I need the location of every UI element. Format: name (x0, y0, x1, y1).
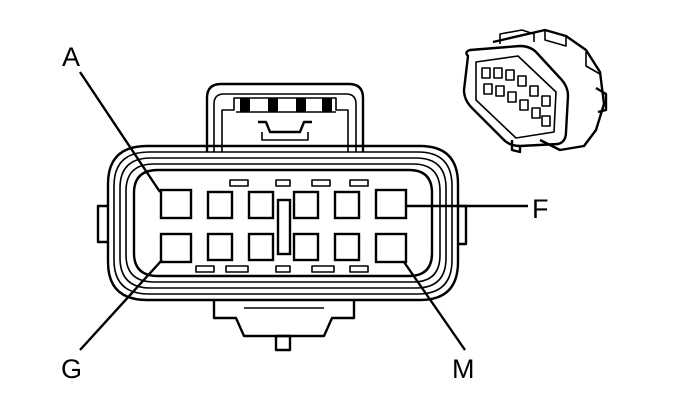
latch-housing (205, 82, 365, 152)
connector-isometric-view (462, 28, 608, 154)
cavity-d (292, 190, 320, 220)
cavity-h (206, 232, 234, 262)
label-g: G (61, 354, 82, 384)
cavity-g (159, 232, 193, 264)
bottom-key (212, 300, 356, 352)
connector-face (96, 82, 468, 352)
cavity-a (159, 188, 193, 220)
cavity-j (247, 232, 275, 262)
cavity-e (333, 190, 361, 220)
cavity-m (374, 232, 408, 264)
cavity-c (247, 190, 275, 220)
label-m: M (452, 354, 475, 384)
cavity-guides (195, 179, 369, 273)
cavity-f (374, 188, 408, 220)
cavity-k (292, 232, 320, 262)
cavity-l (333, 232, 361, 262)
pin-labels: A F G M (61, 42, 549, 384)
cavity-row-top (159, 188, 408, 220)
label-f: F (532, 194, 549, 224)
cavity-row-bottom (159, 232, 408, 264)
connector-body (96, 144, 468, 302)
label-a: A (62, 42, 80, 72)
leader-lines (79, 71, 528, 351)
cavity-b (206, 190, 234, 220)
